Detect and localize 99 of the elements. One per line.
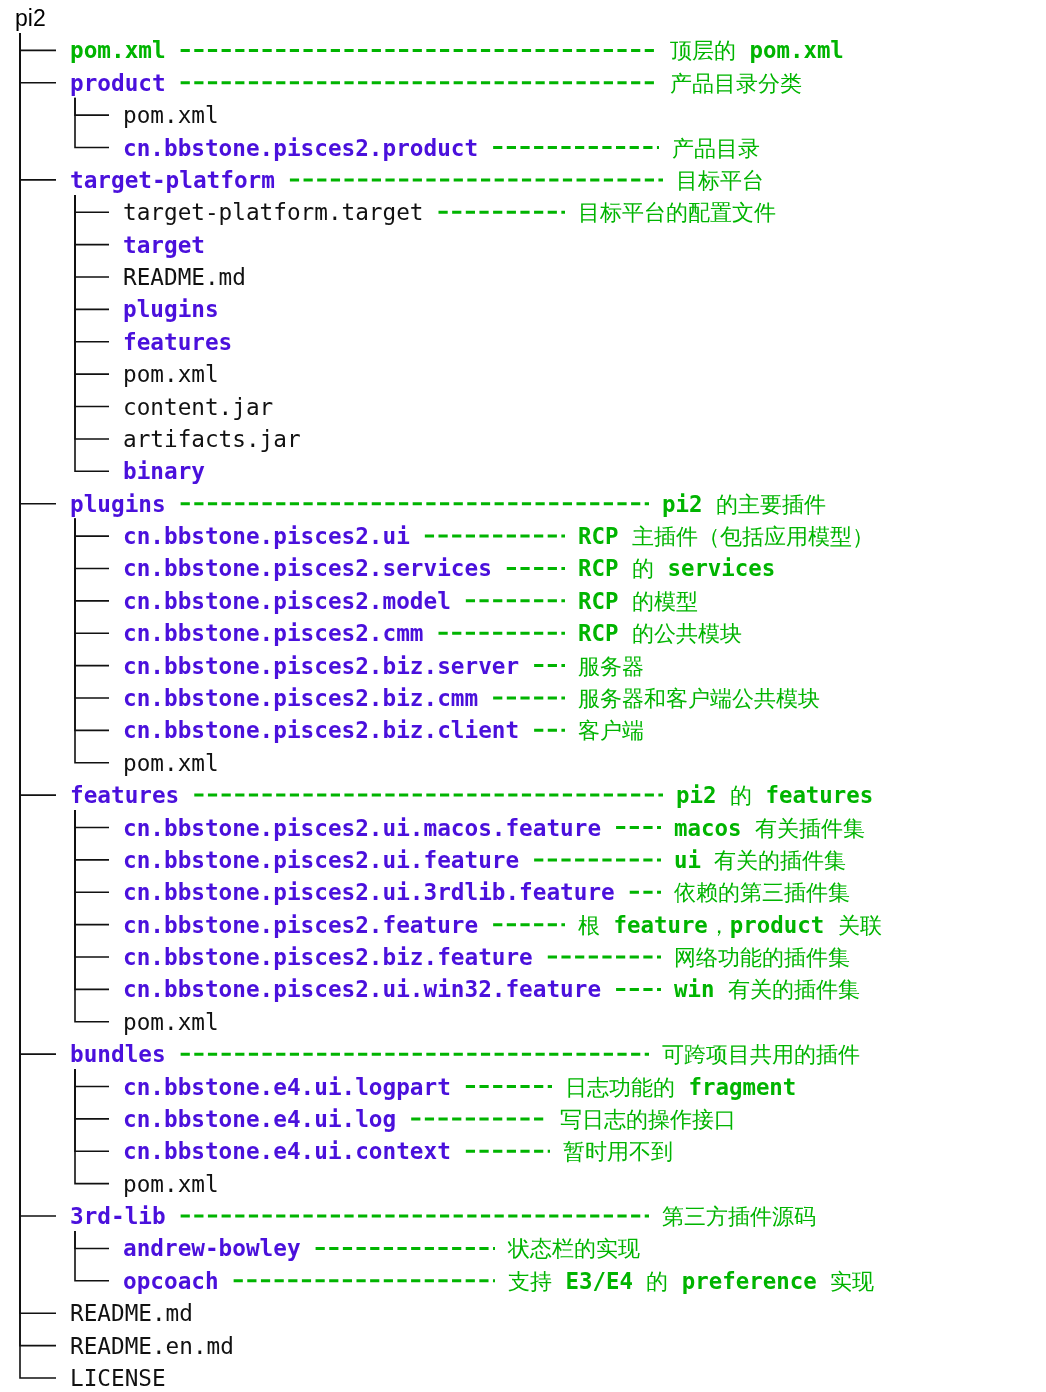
- comment-text: 支持 E3/E4 的 preference 实现: [508, 1266, 875, 1296]
- folder-name: target-platform: [70, 165, 275, 195]
- comment-text: 顶层的 pom.xml: [670, 36, 844, 66]
- folder-name: bundles: [70, 1040, 166, 1070]
- folder-name: cn.bbstone.pisces2.product: [123, 133, 479, 163]
- comment-text: 网络功能的插件集: [674, 943, 850, 972]
- file-name: pom.xml: [123, 748, 219, 778]
- comment-text: RCP 主插件（包括应用模型）: [578, 522, 874, 552]
- dashed-leader-line: [194, 793, 663, 797]
- folder-name: cn.bbstone.pisces2.model: [123, 586, 451, 616]
- dashed-leader-line: [424, 534, 565, 538]
- dashed-leader-line: [534, 728, 565, 732]
- dashed-leader-line: [315, 1246, 495, 1250]
- file-name: pom.xml: [123, 360, 219, 390]
- file-name: README.en.md: [70, 1331, 234, 1361]
- dashed-leader-line: [506, 566, 565, 570]
- comment-text: 目标平台的配置文件: [578, 198, 776, 228]
- folder-name: cn.bbstone.e4.ui.logpart: [123, 1072, 451, 1102]
- comment-text: pi2 的 features: [676, 781, 874, 811]
- comment-text: RCP 的 services: [578, 554, 776, 584]
- comment-text: ui 有关的插件集: [674, 845, 847, 875]
- dashed-leader-line: [493, 146, 659, 149]
- dashed-leader-line: [180, 48, 657, 52]
- comment-text: 根 feature，product 关联: [578, 910, 882, 940]
- file-name: README.md: [70, 1299, 193, 1329]
- dashed-leader-line: [547, 955, 661, 959]
- file-name: pom.xml: [123, 1169, 219, 1199]
- file-name: pom.xml: [123, 1007, 219, 1037]
- folder-name: cn.bbstone.e4.ui.context: [123, 1137, 451, 1167]
- folder-name: cn.bbstone.pisces2.cmm: [123, 619, 424, 649]
- dashed-leader-line: [465, 599, 565, 603]
- folder-name: cn.bbstone.pisces2.biz.feature: [123, 943, 533, 972]
- dashed-leader-line: [465, 1085, 552, 1089]
- file-name: pom.xml: [70, 36, 166, 66]
- file-name: LICENSE: [70, 1363, 166, 1392]
- dashed-leader-line: [180, 1052, 649, 1056]
- folder-name: product: [70, 68, 166, 98]
- comment-text: 目标平台: [676, 165, 764, 195]
- comment-text: 第三方插件源码: [662, 1202, 816, 1232]
- comment-text: win 有关的插件集: [674, 975, 860, 1005]
- comment-text: 状态栏的实现: [508, 1234, 640, 1264]
- folder-name: features: [123, 327, 233, 357]
- comment-text: RCP 的公共模块: [578, 619, 742, 649]
- folder-name: cn.bbstone.pisces2.biz.cmm: [123, 683, 479, 713]
- folder-name: opcoach: [123, 1266, 219, 1296]
- folder-name: plugins: [70, 489, 166, 519]
- folder-name: cn.bbstone.pisces2.biz.server: [123, 651, 520, 681]
- folder-name: cn.bbstone.pisces2.services: [123, 554, 492, 584]
- comment-text: 服务器和客户端公共模块: [578, 683, 820, 713]
- comment-text: 暂时用不到: [563, 1137, 673, 1167]
- folder-name: pi2: [15, 4, 46, 33]
- folder-name: cn.bbstone.pisces2.ui.macos.feature: [123, 813, 602, 843]
- dashed-leader-line: [493, 923, 565, 927]
- comment-text: 可跨项目共用的插件: [662, 1040, 860, 1070]
- dashed-leader-line: [534, 664, 565, 668]
- dashed-leader-line: [438, 631, 565, 635]
- dashed-leader-line: [233, 1279, 495, 1283]
- comment-text: 产品目录分类: [670, 68, 802, 98]
- comment-text: 客户端: [578, 716, 644, 746]
- tree-line: [74, 96, 110, 149]
- dashed-leader-line: [616, 987, 661, 991]
- comment-text: RCP 的模型: [578, 586, 698, 616]
- dashed-leader-line: [289, 178, 663, 182]
- dashed-leader-line: [465, 1149, 550, 1153]
- dashed-leader-line: [180, 502, 649, 506]
- dashed-leader-line: [616, 826, 661, 829]
- folder-name: target: [123, 230, 205, 260]
- folder-name: cn.bbstone.pisces2.ui.win32.feature: [123, 975, 602, 1005]
- comment-text: 日志功能的 fragment: [565, 1072, 797, 1102]
- comment-text: pi2 的主要插件: [662, 489, 826, 519]
- folder-name: cn.bbstone.pisces2.ui: [123, 522, 410, 552]
- folder-name: cn.bbstone.pisces2.ui.3rdlib.feature: [123, 878, 615, 908]
- dashed-leader-line: [493, 696, 565, 700]
- file-name: artifacts.jar: [123, 424, 301, 454]
- dashed-leader-line: [180, 81, 657, 85]
- dashed-leader-line: [629, 890, 661, 894]
- dashed-leader-line: [438, 210, 565, 214]
- folder-name: andrew-bowley: [123, 1234, 301, 1264]
- comment-text: 写日志的操作接口: [560, 1104, 736, 1134]
- folder-name: cn.bbstone.pisces2.biz.client: [123, 716, 520, 746]
- file-name: README.md: [123, 263, 246, 293]
- folder-name: 3rd-lib: [70, 1202, 166, 1232]
- tree-line: [74, 1068, 110, 1185]
- file-name: pom.xml: [123, 101, 219, 131]
- folder-name: cn.bbstone.pisces2.feature: [123, 910, 479, 940]
- comment-text: macos 有关插件集: [674, 813, 865, 843]
- folder-name: cn.bbstone.e4.ui.log: [123, 1104, 397, 1134]
- folder-name: binary: [123, 457, 205, 487]
- comment-text: 产品目录: [672, 133, 760, 163]
- folder-name: cn.bbstone.pisces2.ui.feature: [123, 845, 520, 875]
- comment-text: 服务器: [578, 651, 644, 681]
- folder-name: plugins: [123, 295, 219, 325]
- file-name: target-platform.target: [123, 198, 424, 228]
- dashed-leader-line: [180, 1214, 649, 1218]
- dashed-leader-line: [534, 858, 661, 862]
- folder-name: features: [70, 781, 180, 811]
- file-name: content.jar: [123, 392, 274, 422]
- comment-text: 依赖的第三插件集: [674, 878, 850, 908]
- tree-line: [74, 1230, 110, 1282]
